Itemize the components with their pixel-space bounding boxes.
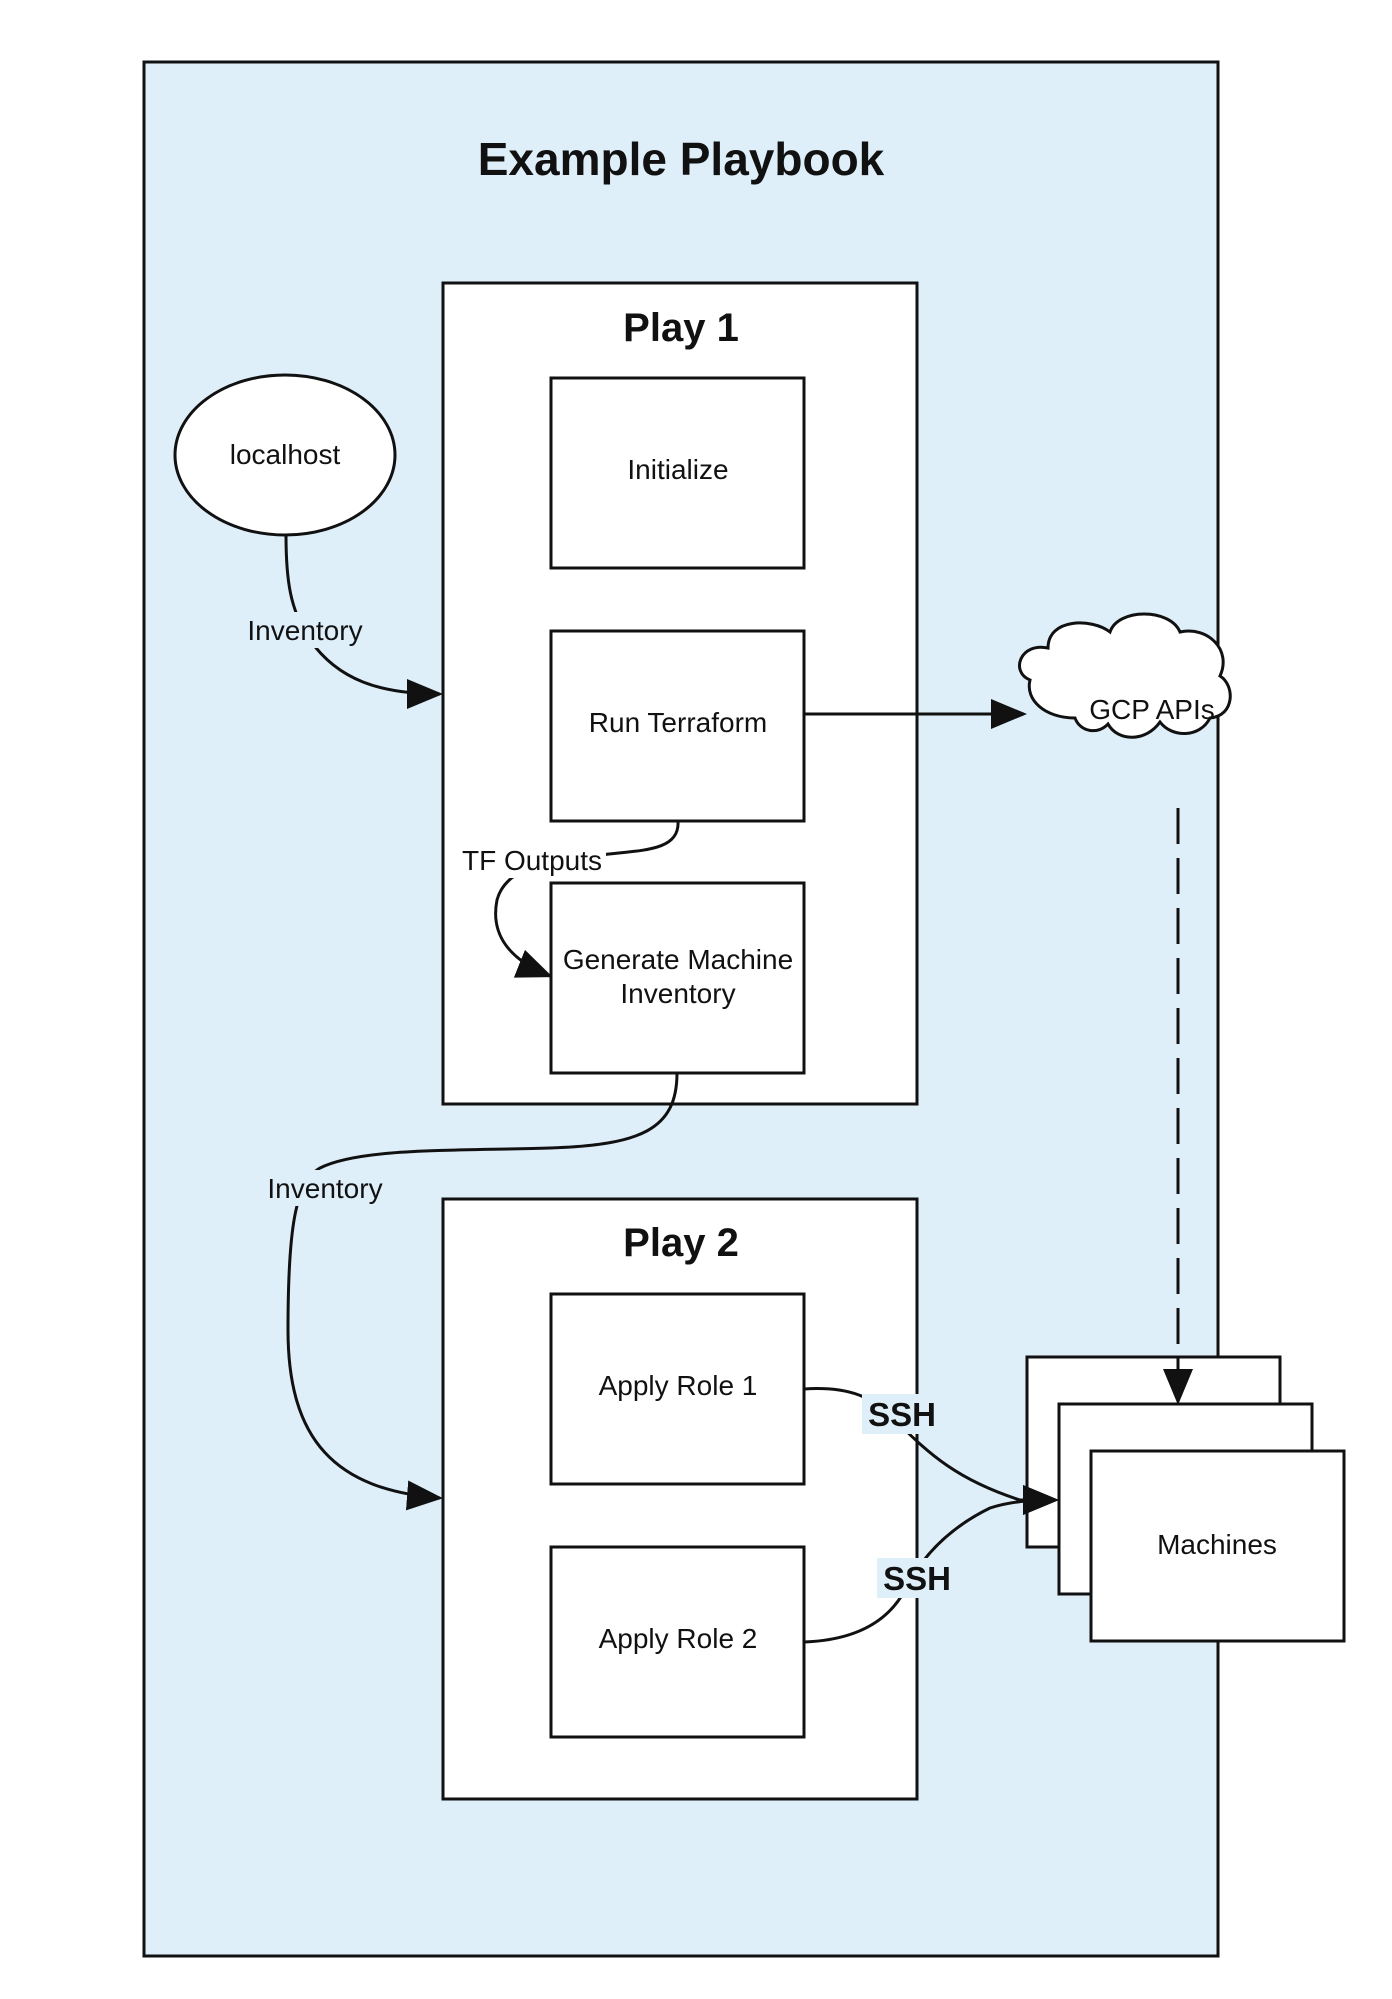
initialize-label: Initialize <box>627 454 728 485</box>
apply-role1-box <box>549 1292 806 1486</box>
generate-inventory-label-line2: Inventory <box>620 978 735 1009</box>
apply-role2-label: Apply Role 2 <box>599 1623 758 1654</box>
gcp-label: GCP APIs <box>1089 694 1215 725</box>
initialize-box <box>549 376 806 570</box>
edge-label-bg-tf-outputs <box>460 842 606 878</box>
edge-label-inventory-top: Inventory <box>247 615 362 646</box>
generate-inventory-label-line1: Generate Machine <box>563 944 793 975</box>
diagram-title: Example Playbook <box>478 133 885 185</box>
edge-label-bg-inventory-mid <box>262 1170 388 1206</box>
play2-title: Play 2 <box>623 1221 739 1265</box>
edge-label-bg-inventory-top <box>242 612 368 648</box>
run-terraform-box <box>549 629 806 823</box>
run-terraform-label: Run Terraform <box>589 707 767 738</box>
apply-role1-label: Apply Role 1 <box>599 1370 758 1401</box>
edge-label-inventory-mid: Inventory <box>267 1173 382 1204</box>
edge-role2-to-machines <box>803 1485 1059 1644</box>
edge-label-ssh2: SSH <box>883 1560 951 1597</box>
edge-label-bg-ssh2 <box>877 1558 957 1598</box>
localhost-label: localhost <box>230 439 341 470</box>
edge-generate-to-play2 <box>286 1072 679 1511</box>
apply-role2-box <box>549 1545 806 1739</box>
gcp-cloud-node <box>1018 612 1232 739</box>
play1-title: Play 1 <box>623 306 739 350</box>
machines-label: Machines <box>1157 1529 1277 1560</box>
edge-label-ssh1: SSH <box>868 1396 936 1433</box>
edge-label-tf-outputs: TF Outputs <box>462 845 602 876</box>
edge-label-bg-ssh1 <box>862 1394 942 1434</box>
machines-stack-front <box>1089 1449 1346 1643</box>
